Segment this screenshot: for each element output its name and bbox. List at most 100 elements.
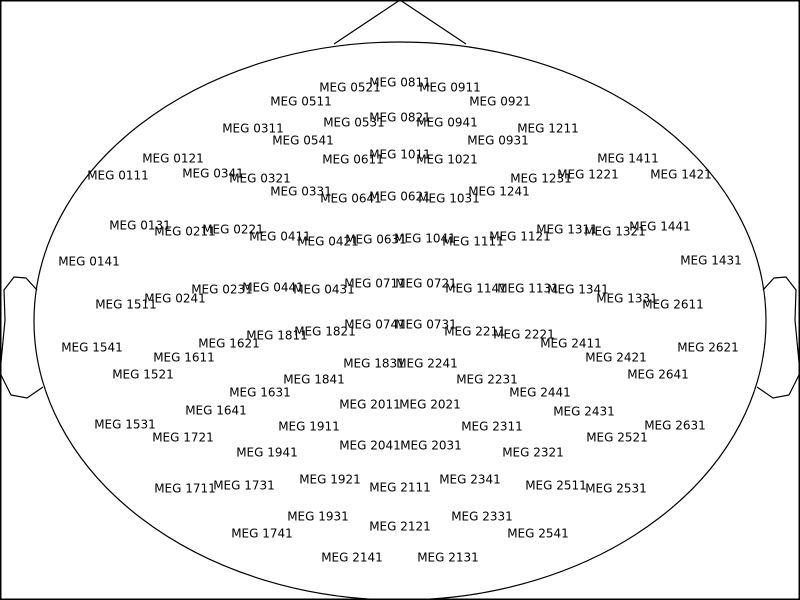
sensor-label: MEG 1621 [198, 337, 260, 351]
sensor-label: MEG 2041 [339, 439, 401, 453]
sensor-label: MEG 0541 [272, 134, 334, 148]
sensor-label: MEG 0611 [322, 153, 384, 167]
sensor-label: MEG 1941 [236, 446, 298, 460]
sensor-label: MEG 1721 [152, 431, 214, 445]
sensor-label: MEG 2311 [461, 420, 523, 434]
sensor-label: MEG 2411 [540, 337, 602, 351]
sensor-label: MEG 1541 [61, 341, 123, 355]
sensor-label: MEG 1311 [536, 223, 598, 237]
sensor-label: MEG 0531 [323, 116, 385, 130]
sensor-label: MEG 1141 [445, 282, 507, 296]
sensor-label: MEG 1511 [95, 298, 157, 312]
sensor-label: MEG 0431 [293, 283, 355, 297]
sensor-label: MEG 0921 [469, 95, 531, 109]
sensor-label: MEG 1111 [442, 235, 504, 249]
sensor-label: MEG 1531 [94, 418, 156, 432]
sensor-label: MEG 2031 [400, 439, 462, 453]
sensor-label: MEG 0421 [297, 235, 359, 249]
sensor-label: MEG 1841 [283, 373, 345, 387]
sensor-label: MEG 2131 [417, 551, 479, 565]
sensor-label: MEG 0411 [249, 230, 311, 244]
sensor-label: MEG 1011 [369, 148, 431, 162]
sensor-label: MEG 2631 [644, 419, 706, 433]
sensor-label: MEG 0931 [467, 134, 529, 148]
sensor-label: MEG 0721 [395, 277, 457, 291]
sensor-label: MEG 2531 [585, 482, 647, 496]
sensor-label: MEG 2241 [396, 357, 458, 371]
sensor-label: MEG 1821 [294, 325, 356, 339]
sensor-label: MEG 1331 [596, 292, 658, 306]
sensor-label: MEG 1521 [112, 368, 174, 382]
sensor-label: MEG 0441 [242, 281, 304, 295]
sensor-label: MEG 1611 [153, 351, 215, 365]
sensor-label: MEG 1041 [394, 232, 456, 246]
sensor-label: MEG 0641 [320, 192, 382, 206]
left-ear-outline [0, 276, 44, 399]
sensor-label: MEG 1441 [629, 220, 691, 234]
sensor-label: MEG 1241 [468, 185, 530, 199]
sensor-label: MEG 2321 [502, 446, 564, 460]
sensor-label: MEG 1431 [680, 254, 742, 268]
sensor-label: MEG 1811 [246, 329, 308, 343]
sensor-label: MEG 0121 [142, 152, 204, 166]
sensor-label: MEG 1321 [584, 225, 646, 239]
sensor-label: MEG 0241 [144, 292, 206, 306]
sensor-label: MEG 2011 [339, 398, 401, 412]
sensor-label: MEG 1211 [517, 122, 579, 136]
sensor-label: MEG 2331 [451, 510, 513, 524]
sensor-label: MEG 2511 [525, 479, 587, 493]
sensor-label: MEG 0211 [154, 225, 216, 239]
sensor-label: MEG 2521 [586, 431, 648, 445]
sensor-label: MEG 0231 [191, 283, 253, 297]
sensor-label: MEG 0731 [395, 318, 457, 332]
sensor-label: MEG 1421 [650, 168, 712, 182]
sensor-label: MEG 0741 [344, 318, 406, 332]
sensor-label: MEG 0341 [182, 167, 244, 181]
head-outline [33, 41, 767, 600]
sensor-label: MEG 0631 [345, 233, 407, 247]
sensor-label: MEG 1911 [278, 420, 340, 434]
sensor-label: MEG 0311 [222, 122, 284, 136]
sensor-label: MEG 2341 [439, 473, 501, 487]
sensor-label: MEG 1221 [557, 168, 619, 182]
sensor-label: MEG 1741 [231, 527, 293, 541]
sensor-label: MEG 2121 [369, 520, 431, 534]
sensor-label: MEG 2641 [627, 368, 689, 382]
sensor-label: MEG 2611 [642, 298, 704, 312]
sensor-label: MEG 2211 [444, 325, 506, 339]
sensor-label: MEG 0821 [369, 111, 431, 125]
sensor-label: MEG 1411 [597, 152, 659, 166]
sensor-label: MEG 0331 [270, 185, 332, 199]
sensor-label: MEG 0221 [202, 223, 264, 237]
sensor-label: MEG 2141 [321, 551, 383, 565]
sensor-label: MEG 1831 [343, 357, 405, 371]
sensor-label: MEG 0911 [419, 81, 481, 95]
sensor-label: MEG 0711 [344, 277, 406, 291]
sensor-label: MEG 2231 [456, 373, 518, 387]
sensor-label: MEG 0131 [109, 219, 171, 233]
sensor-label: MEG 1631 [229, 386, 291, 400]
sensor-label: MEG 2421 [585, 351, 647, 365]
sensor-label: MEG 1031 [418, 192, 480, 206]
sensor-label: MEG 1931 [287, 510, 349, 524]
sensor-label: MEG 1641 [185, 404, 247, 418]
sensor-label: MEG 2541 [507, 527, 569, 541]
sensor-label: MEG 0941 [416, 116, 478, 130]
sensor-label: MEG 0111 [87, 169, 149, 183]
sensor-label: MEG 2111 [369, 481, 431, 495]
sensor-label: MEG 0141 [58, 255, 120, 269]
sensor-label: MEG 1921 [299, 473, 361, 487]
sensor-label: MEG 1131 [497, 282, 559, 296]
sensor-label: MEG 0321 [229, 172, 291, 186]
sensor-label: MEG 1231 [510, 172, 572, 186]
sensor-label: MEG 2431 [553, 405, 615, 419]
sensor-label: MEG 0621 [369, 190, 431, 204]
sensor-label: MEG 0521 [319, 81, 381, 95]
sensor-label: MEG 1021 [416, 153, 478, 167]
sensor-label: MEG 2221 [493, 328, 555, 342]
sensor-label: MEG 1341 [547, 283, 609, 297]
